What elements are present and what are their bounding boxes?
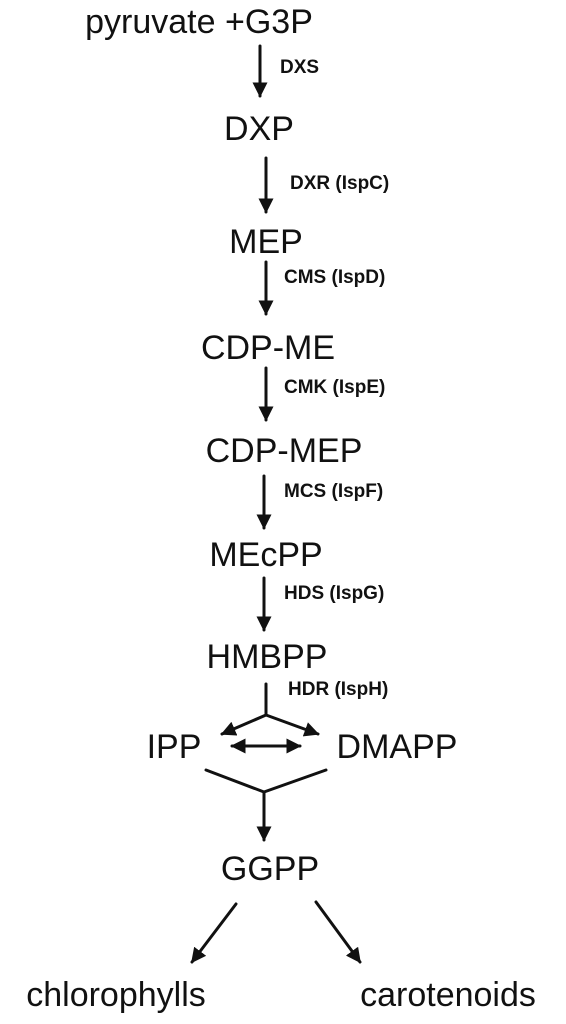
metabolite-cdp-me: CDP-ME xyxy=(200,329,336,367)
metabolite-pyruvate-g3p: pyruvate +G3P xyxy=(85,3,313,41)
metabolite-mecpp: MEcPP xyxy=(209,536,323,574)
metabolite-chlorophylls: chlorophylls xyxy=(26,976,206,1014)
metabolite-carotenoids: carotenoids xyxy=(360,976,536,1014)
merge-from-ipp xyxy=(204,768,266,794)
enzyme-hdr: HDR (IspH) xyxy=(288,679,389,700)
metabolite-mep: MEP xyxy=(229,223,303,261)
metabolite-cdp-mep: CDP-MEP xyxy=(205,432,363,470)
enzyme-mcs: MCS (IspF) xyxy=(284,481,384,502)
metabolite-hmbpp: HMBPP xyxy=(206,638,328,676)
merge-from-dmapp xyxy=(262,768,328,794)
arrow-ggpp-to-chlorophylls xyxy=(190,902,238,964)
metabolite-ggpp: GGPP xyxy=(220,850,320,888)
metabolite-ipp: IPP xyxy=(146,728,202,766)
arrow-hmbpp-to-dmapp xyxy=(264,713,320,737)
enzyme-cms: CMS (IspD) xyxy=(284,267,386,288)
arrow-hmbpp-to-ipp xyxy=(220,713,268,736)
metabolite-dmapp: DMAPP xyxy=(336,728,458,766)
enzyme-dxs: DXS xyxy=(280,57,320,78)
arrow-ggpp-to-carotenoids xyxy=(314,900,362,964)
enzyme-hds: HDS (IspG) xyxy=(284,583,385,604)
metabolite-dxp: DXP xyxy=(224,110,294,148)
enzyme-dxr: DXR (IspC) xyxy=(290,173,390,194)
enzyme-cmk: CMK (IspE) xyxy=(284,377,386,398)
